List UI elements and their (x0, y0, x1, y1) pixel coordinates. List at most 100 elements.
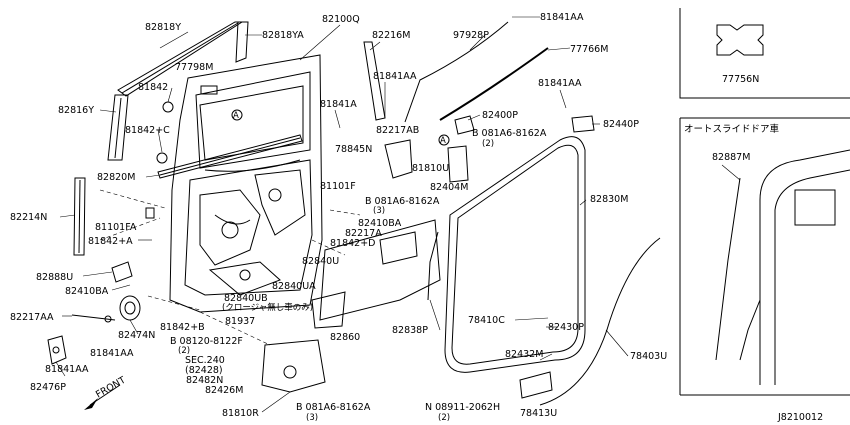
code-b-08120: B 08120-8122F (170, 336, 243, 347)
code-78413u: 78413U (520, 408, 557, 419)
marker-a-1: A (231, 109, 243, 121)
note-closure: (クロージャ無し車のみ) (222, 302, 313, 313)
part-81842c-clip (156, 152, 168, 164)
part-82840u-trim (319, 219, 441, 321)
code-81842b: 81842+B (160, 322, 205, 333)
part-82818y-glass-run (117, 21, 244, 97)
code-82840u: 82840U (302, 256, 339, 267)
part-82820m-strip (157, 134, 303, 179)
code-81842d: 81842+D (330, 238, 376, 249)
code-82216m: 82216M (372, 30, 410, 41)
part-82818ya-strip (235, 21, 249, 63)
part-82860-trim (311, 291, 346, 329)
code-82410ba-top: 82410BA (358, 218, 402, 229)
inset-box-bottom (679, 117, 850, 396)
dashed-leaders (99, 189, 361, 346)
code-b-081a6-3: B 081A6-8162A (296, 402, 371, 413)
part-97928p-cable (404, 21, 509, 123)
part-82214n-channel (73, 177, 86, 256)
qty-2-b: (2) (178, 346, 190, 356)
code-81841a: 81841A (320, 99, 357, 110)
inset-caption: オートスライドドア車 (684, 123, 780, 135)
code-82818ya: 82818YA (262, 30, 304, 41)
code-n-08911: N 08911-2062H (425, 402, 500, 413)
code-81842c: 81842+C (125, 125, 170, 136)
svg-text:A: A (233, 111, 239, 121)
code-81101fa: 81101FA (95, 222, 137, 233)
part-82887m-cable (715, 177, 741, 361)
code-82440p: 82440P (603, 119, 639, 130)
front-arrow-icon (84, 384, 121, 410)
code-81101f: 81101F (320, 181, 356, 192)
code-78845n: 78845N (335, 144, 372, 155)
leader-lines (55, 16, 741, 413)
part-81101fa-clip (145, 207, 155, 219)
code-82217aa: 82217AA (10, 312, 54, 323)
part-82830m-weatherstrip (444, 136, 586, 373)
code-81841aa-mid: 81841AA (373, 71, 417, 82)
code-81841aa-top: 81841AA (540, 12, 584, 23)
code-82426m: 82426M (205, 385, 243, 396)
code-82830m: 82830M (590, 194, 628, 205)
code-82820m: 82820M (97, 172, 135, 183)
code-82432m: 82432M (505, 349, 543, 360)
part-77756n-pad (716, 24, 764, 56)
code-81841aa-bottom: 81841AA (45, 364, 89, 375)
code-77798m: 77798M (175, 62, 213, 73)
code-81937: 81937 (225, 316, 255, 327)
code-82214n: 82214N (10, 212, 47, 223)
part-82400p-bracket (454, 115, 475, 135)
part-77766m-rail (439, 47, 549, 121)
code-82430p: 82430P (548, 322, 584, 333)
part-82816y-moulding (107, 94, 129, 161)
code-82816y: 82816Y (58, 105, 94, 116)
part-82217aa-rod (71, 314, 116, 323)
svg-text:A: A (440, 136, 446, 146)
code-77756n: 77756N (722, 74, 759, 85)
code-78410c: 78410C (468, 315, 505, 326)
part-82440p-bracket (571, 115, 595, 133)
code-82840ua: 82840UA (272, 281, 316, 292)
inset-box-top (679, 8, 850, 99)
code-b-081a6-1: B 081A6-8162A (472, 128, 547, 139)
part-82888u-bracket (111, 261, 133, 283)
code-82217ab: 82217AB (376, 125, 419, 136)
part-82838p-cable (427, 231, 439, 301)
marker-a-2: A (438, 134, 450, 146)
inset-vehicle (739, 149, 850, 385)
code-78403u: 78403U (630, 351, 667, 362)
code-77766m: 77766M (570, 44, 608, 55)
front-label: FRONT (94, 375, 128, 401)
code-82428: (82428) (185, 365, 223, 376)
part-82404m-motor (447, 145, 469, 183)
code-82400p: 82400P (482, 110, 518, 121)
part-81810r-hinge (261, 339, 326, 393)
code-sec-240: SEC.240 (185, 355, 225, 366)
code-97928p: 97928P (453, 30, 489, 41)
part-81842-clip (162, 101, 174, 113)
code-82840ub: 82840UB (224, 293, 268, 304)
part-78413u-bracket (519, 371, 553, 399)
code-82474n: 82474N (118, 330, 155, 341)
code-82100q: 82100Q (322, 14, 360, 25)
title-code: J8210012 (777, 412, 823, 423)
code-81842: 81842 (138, 82, 168, 93)
code-82887m: 82887M (712, 152, 750, 163)
code-81842a: 81842+A (88, 236, 133, 247)
part-81810u-lock (384, 139, 413, 179)
code-81841aa-right: 81841AA (538, 78, 582, 89)
code-82217a: 82217A (345, 228, 382, 239)
part-78403u-cable (539, 237, 661, 406)
code-82888u: 82888U (36, 272, 73, 283)
code-81841aa-bottom-left: 81841AA (90, 348, 134, 359)
code-82404m: 82404M (430, 182, 468, 193)
code-82476p: 82476P (30, 382, 66, 393)
code-82838p: 82838P (392, 325, 428, 336)
part-77798m-clip (200, 85, 218, 95)
labels: 82818Y 82818YA 82100Q 82216M 97928P 8184… (10, 12, 823, 423)
qty-3-b: (3) (306, 413, 318, 423)
qty-2-c: (2) (438, 413, 450, 423)
code-81810r: 81810R (222, 408, 259, 419)
door-panel-82100q (169, 54, 323, 313)
